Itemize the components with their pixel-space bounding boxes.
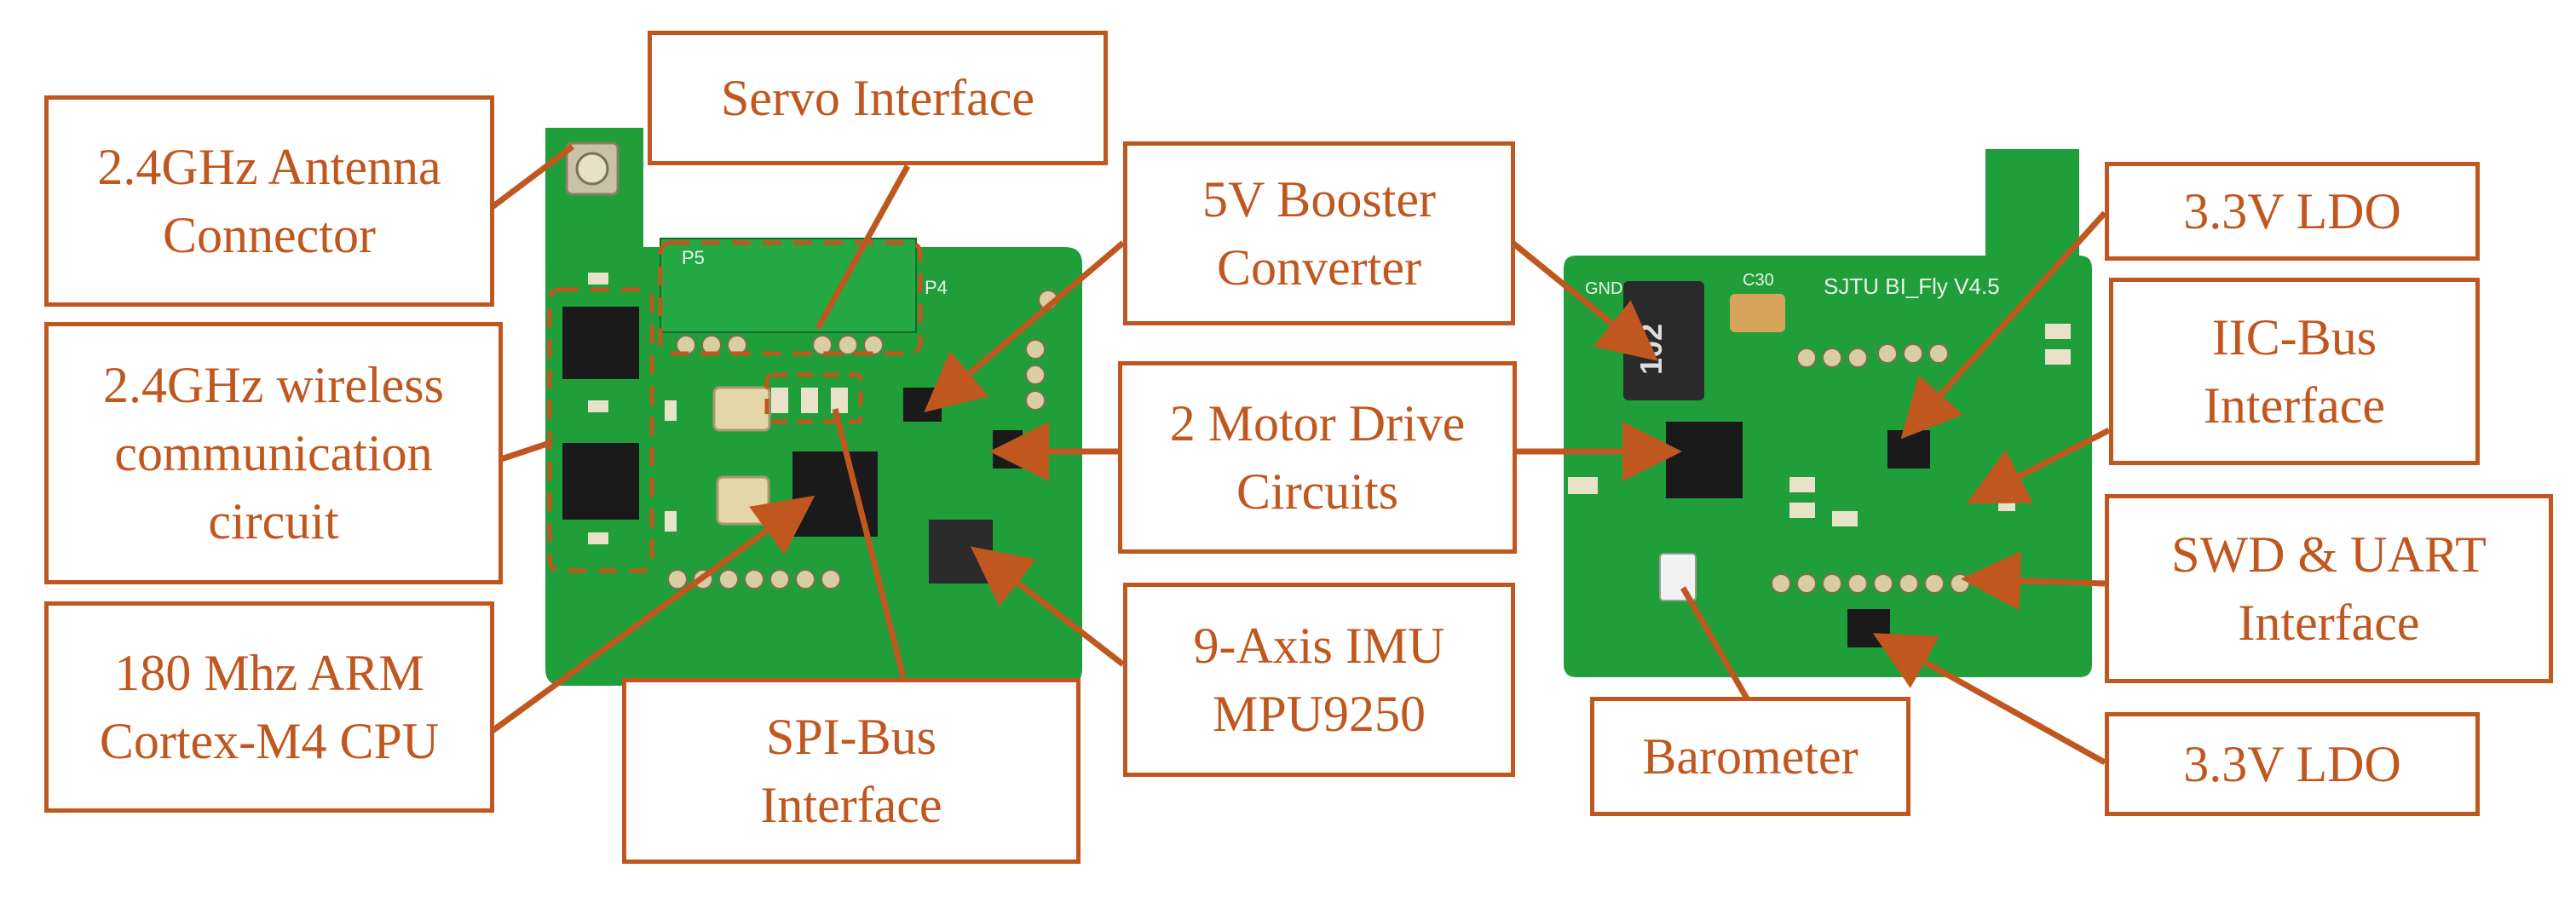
label-spi-line2: Interface [760,777,942,833]
label-antenna-line2: Connector [163,207,376,263]
wireless-chip-1 [562,307,639,379]
label-motor-line1: 2 Motor Drive [1169,395,1466,451]
cap-label: C30 [1743,271,1774,290]
label-wireless-line3: circuit [208,493,339,549]
wireless-chip-2 [562,443,639,520]
label-antenna-connector: 2.4GHz Antenna Connector [44,95,494,307]
right-pcb-board: 102 SJTU BI_Fly V4.5 [1564,149,2092,677]
label-ldo-bottom-line1: 3.3V LDO [2183,736,2401,792]
motor-driver-chip [1666,422,1743,498]
board-version-text: SJTU BI_Fly V4.5 [1824,273,2000,299]
label-barometer: Barometer [1590,697,1910,816]
ldo-chip-top [1887,430,1930,469]
inductor-text: 102 [1634,324,1668,375]
label-booster-converter: 5V Booster Converter [1123,141,1515,325]
label-wireless-circuit: 2.4GHz wireless communication circuit [44,322,503,584]
label-ldo-bottom: 3.3V LDO [2105,712,2480,816]
label-barometer-line1: Barometer [1642,728,1859,785]
label-cpu-line1: 180 Mhz ARM [114,645,424,701]
connector-lines [487,144,2111,766]
label-wireless-line1: 2.4GHz wireless [103,357,444,413]
label-booster-line1: 5V Booster [1202,171,1436,227]
label-swd-uart: SWD & UART Interface [2105,494,2553,683]
label-spi-line1: SPI-Bus [765,709,937,765]
label-swd-line1: SWD & UART [2171,526,2487,583]
label-ldo-top-line1: 3.3V LDO [2183,183,2401,239]
label-motor-line2: Circuits [1236,463,1398,520]
label-imu-line2: MPU9250 [1212,686,1426,742]
mark-p5: P5 [682,247,705,268]
barometer-chip [1659,553,1697,601]
label-antenna-line1: 2.4GHz Antenna [97,139,441,195]
left-pcb-board: P5 P4 [545,128,1082,686]
mark-p4: P4 [925,277,948,298]
label-swd-line2: Interface [2238,595,2420,651]
label-motor-drive: 2 Motor Drive Circuits [1118,361,1517,554]
label-iic-line1: IIC-Bus [2211,309,2377,365]
label-imu-line1: 9-Axis IMU [1193,618,1445,674]
label-cpu-line2: Cortex-M4 CPU [99,713,440,769]
label-imu: 9-Axis IMU MPU9250 [1123,583,1515,777]
gnd-label: GND [1585,279,1622,298]
label-servo-interface: Servo Interface [648,31,1108,165]
label-ldo-top: 3.3V LDO [2105,162,2480,261]
label-wireless-line2: communication [114,425,433,481]
label-booster-line2: Converter [1217,239,1421,296]
label-iic-line2: Interface [2203,377,2386,434]
imu-chip [929,520,993,584]
label-cpu: 180 Mhz ARM Cortex-M4 CPU [44,601,494,813]
label-spi-bus: SPI-Bus Interface [622,678,1081,864]
label-iic-bus: IIC-Bus Interface [2109,278,2480,465]
label-servo-line1: Servo Interface [720,70,1035,126]
